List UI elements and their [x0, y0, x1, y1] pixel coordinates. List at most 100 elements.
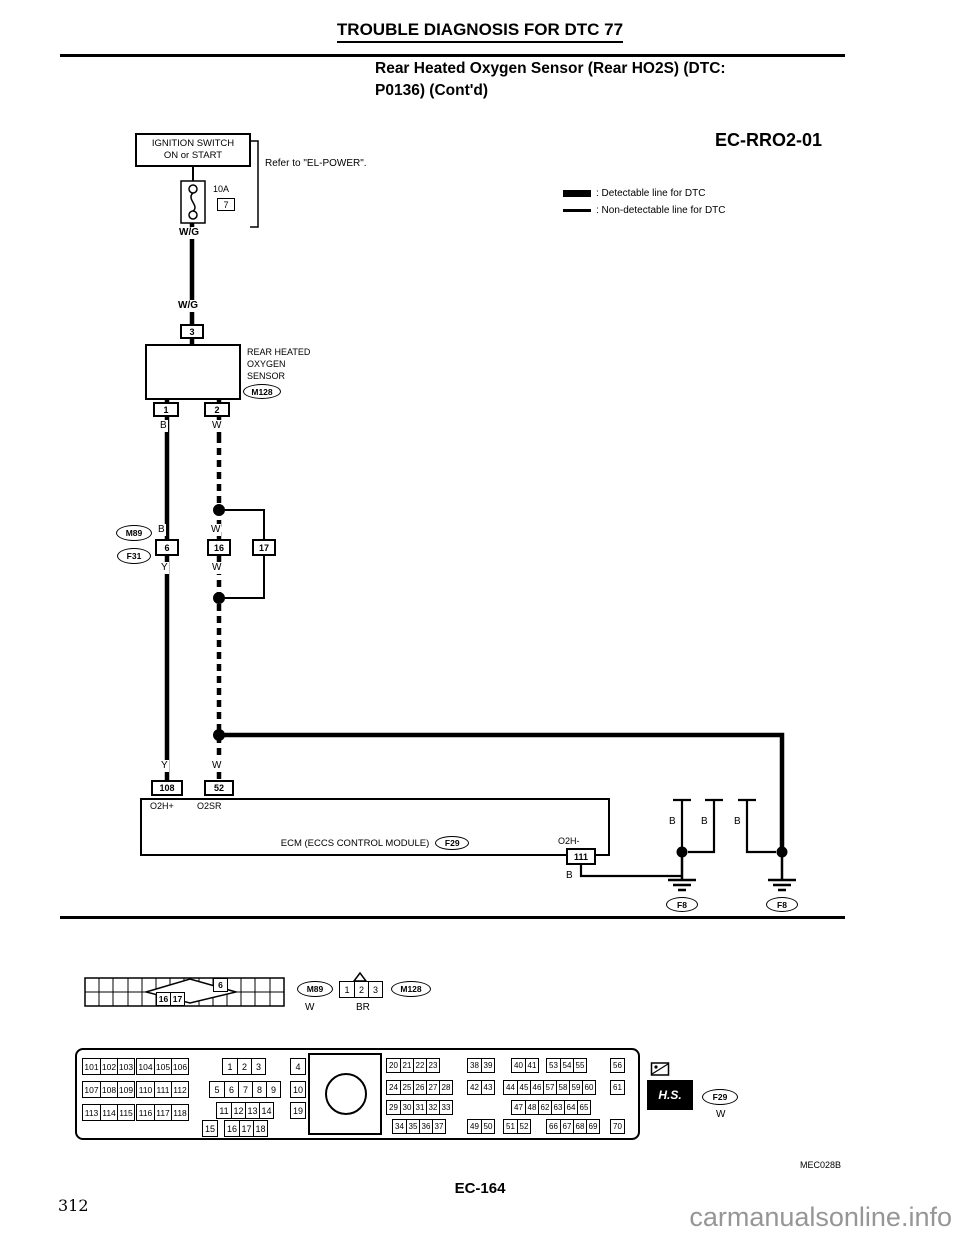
- pin-cell: 45: [517, 1081, 530, 1094]
- pin-cell: 31: [413, 1101, 426, 1114]
- pin-cell: 20: [387, 1059, 400, 1072]
- pin-cell: 67: [560, 1120, 573, 1133]
- wire-color-b-ground-2: B: [700, 816, 709, 828]
- section-title-line2: P0136) (Cont'd): [375, 82, 489, 99]
- doc-ref-code: MEC028B: [800, 1160, 842, 1170]
- connector-ref-f29-ecm: F29: [435, 836, 470, 850]
- fuse-rating-label: 10A: [212, 184, 231, 195]
- pin-cell: 107: [83, 1082, 100, 1097]
- pin-19: 19: [290, 1102, 306, 1119]
- wire-color-w-mid2: W: [211, 562, 223, 574]
- legend-non-detectable: : Non-detectable line for DTC: [563, 205, 726, 216]
- pin-cell: 18: [253, 1121, 267, 1136]
- pin-cell: 106: [171, 1059, 188, 1074]
- non-detectable-line-swatch: [563, 209, 591, 212]
- sensor-wiring: [164, 400, 785, 852]
- pin-cell: 102: [100, 1059, 117, 1074]
- pin-cell: 49: [468, 1120, 481, 1133]
- pin-cell: 115: [117, 1105, 134, 1120]
- pin-cell: 51: [504, 1120, 517, 1133]
- pin-cell: 113: [83, 1105, 100, 1120]
- pin-cell: 14: [259, 1103, 273, 1118]
- pin-cell: 105: [154, 1059, 171, 1074]
- connector-pin-17-box: 17: [252, 539, 276, 556]
- pin-cell: 55: [573, 1059, 586, 1072]
- pin-cell: 60: [582, 1081, 595, 1094]
- section-title-line1: Rear Heated Oxygen Sensor (Rear HO2S) (D…: [375, 60, 726, 77]
- sensor-label-2: OXYGEN: [246, 359, 287, 370]
- pin-70-cell: 70: [611, 1120, 624, 1133]
- fuse-slot-box: 7: [217, 198, 235, 211]
- pin-cell: 37: [432, 1120, 445, 1133]
- strip-color-w: W: [304, 1002, 316, 1014]
- pin-cell: 110: [137, 1082, 154, 1097]
- pin-cell: 112: [171, 1082, 188, 1097]
- strip-connector-ref-m89: M89: [297, 981, 333, 997]
- ignition-switch-label-1: IGNITION SWITCH: [151, 138, 235, 150]
- pin-cell: 23: [426, 1059, 439, 1072]
- pin-cell: 111: [154, 1082, 171, 1097]
- pin-cell: 35: [406, 1120, 419, 1133]
- pin-cell: 66: [547, 1120, 560, 1133]
- wire-color-b-upper: B: [159, 420, 168, 432]
- ecm-terminal-o2h-plus: O2H+: [149, 801, 175, 812]
- header-rule: [60, 54, 845, 57]
- ecm-terminal-o2sr: O2SR: [196, 801, 223, 812]
- connector-ref-f31: F31: [117, 548, 151, 564]
- ignition-switch-label-2: ON or START: [163, 150, 223, 161]
- wire-color-y-mid: Y: [160, 562, 169, 574]
- harness-side-badge: H.S.: [647, 1080, 693, 1110]
- pin-4-cell: 4: [291, 1059, 305, 1074]
- pin-cell: 36: [419, 1120, 432, 1133]
- legend-detectable: : Detectable line for DTC: [563, 188, 706, 199]
- ground-wiring: [579, 798, 796, 892]
- pin-cell: 9: [266, 1082, 280, 1097]
- refer-note: Refer to "EL-POWER".: [264, 158, 368, 170]
- pin-cell: 25: [400, 1081, 413, 1094]
- footer-page-code: EC-164: [454, 1180, 506, 1197]
- ignition-fuse-wiring: [180, 140, 259, 344]
- pin-cell: 109: [117, 1082, 134, 1097]
- ecm-pin-52-box: 52: [204, 780, 234, 796]
- page-title: TROUBLE DIAGNOSIS FOR DTC 77: [336, 20, 624, 43]
- diagram-code: EC-RRO2-01: [715, 130, 823, 150]
- connector-pin-1-box: 1: [153, 402, 179, 417]
- pin-cell: 2: [237, 1059, 251, 1074]
- pin-cell: 108: [100, 1082, 117, 1097]
- ecm-terminal-o2h-minus: O2H-: [557, 836, 581, 847]
- connector-center-frame: [308, 1053, 382, 1135]
- pin-cell: 63: [551, 1101, 564, 1114]
- rear-ho2s-sensor-box: [145, 344, 241, 400]
- pin-cell: 54: [560, 1059, 573, 1072]
- wire-color-b-111: B: [565, 870, 574, 882]
- pin-cell: 103: [117, 1059, 134, 1074]
- pin-cell: 27: [426, 1081, 439, 1094]
- pin-4: 4: [290, 1058, 306, 1075]
- book-page-number: 312: [58, 1196, 89, 1215]
- pin-cell: 16: [225, 1121, 239, 1136]
- legend-detectable-label: : Detectable line for DTC: [596, 188, 706, 199]
- pin-cell: 48: [525, 1101, 538, 1114]
- wire-color-b-mid: B: [157, 524, 166, 536]
- pin-cell: 22: [413, 1059, 426, 1072]
- pin-cell: 13: [245, 1103, 259, 1118]
- pin-10: 10: [290, 1081, 306, 1098]
- pin-cell: 47: [512, 1101, 525, 1114]
